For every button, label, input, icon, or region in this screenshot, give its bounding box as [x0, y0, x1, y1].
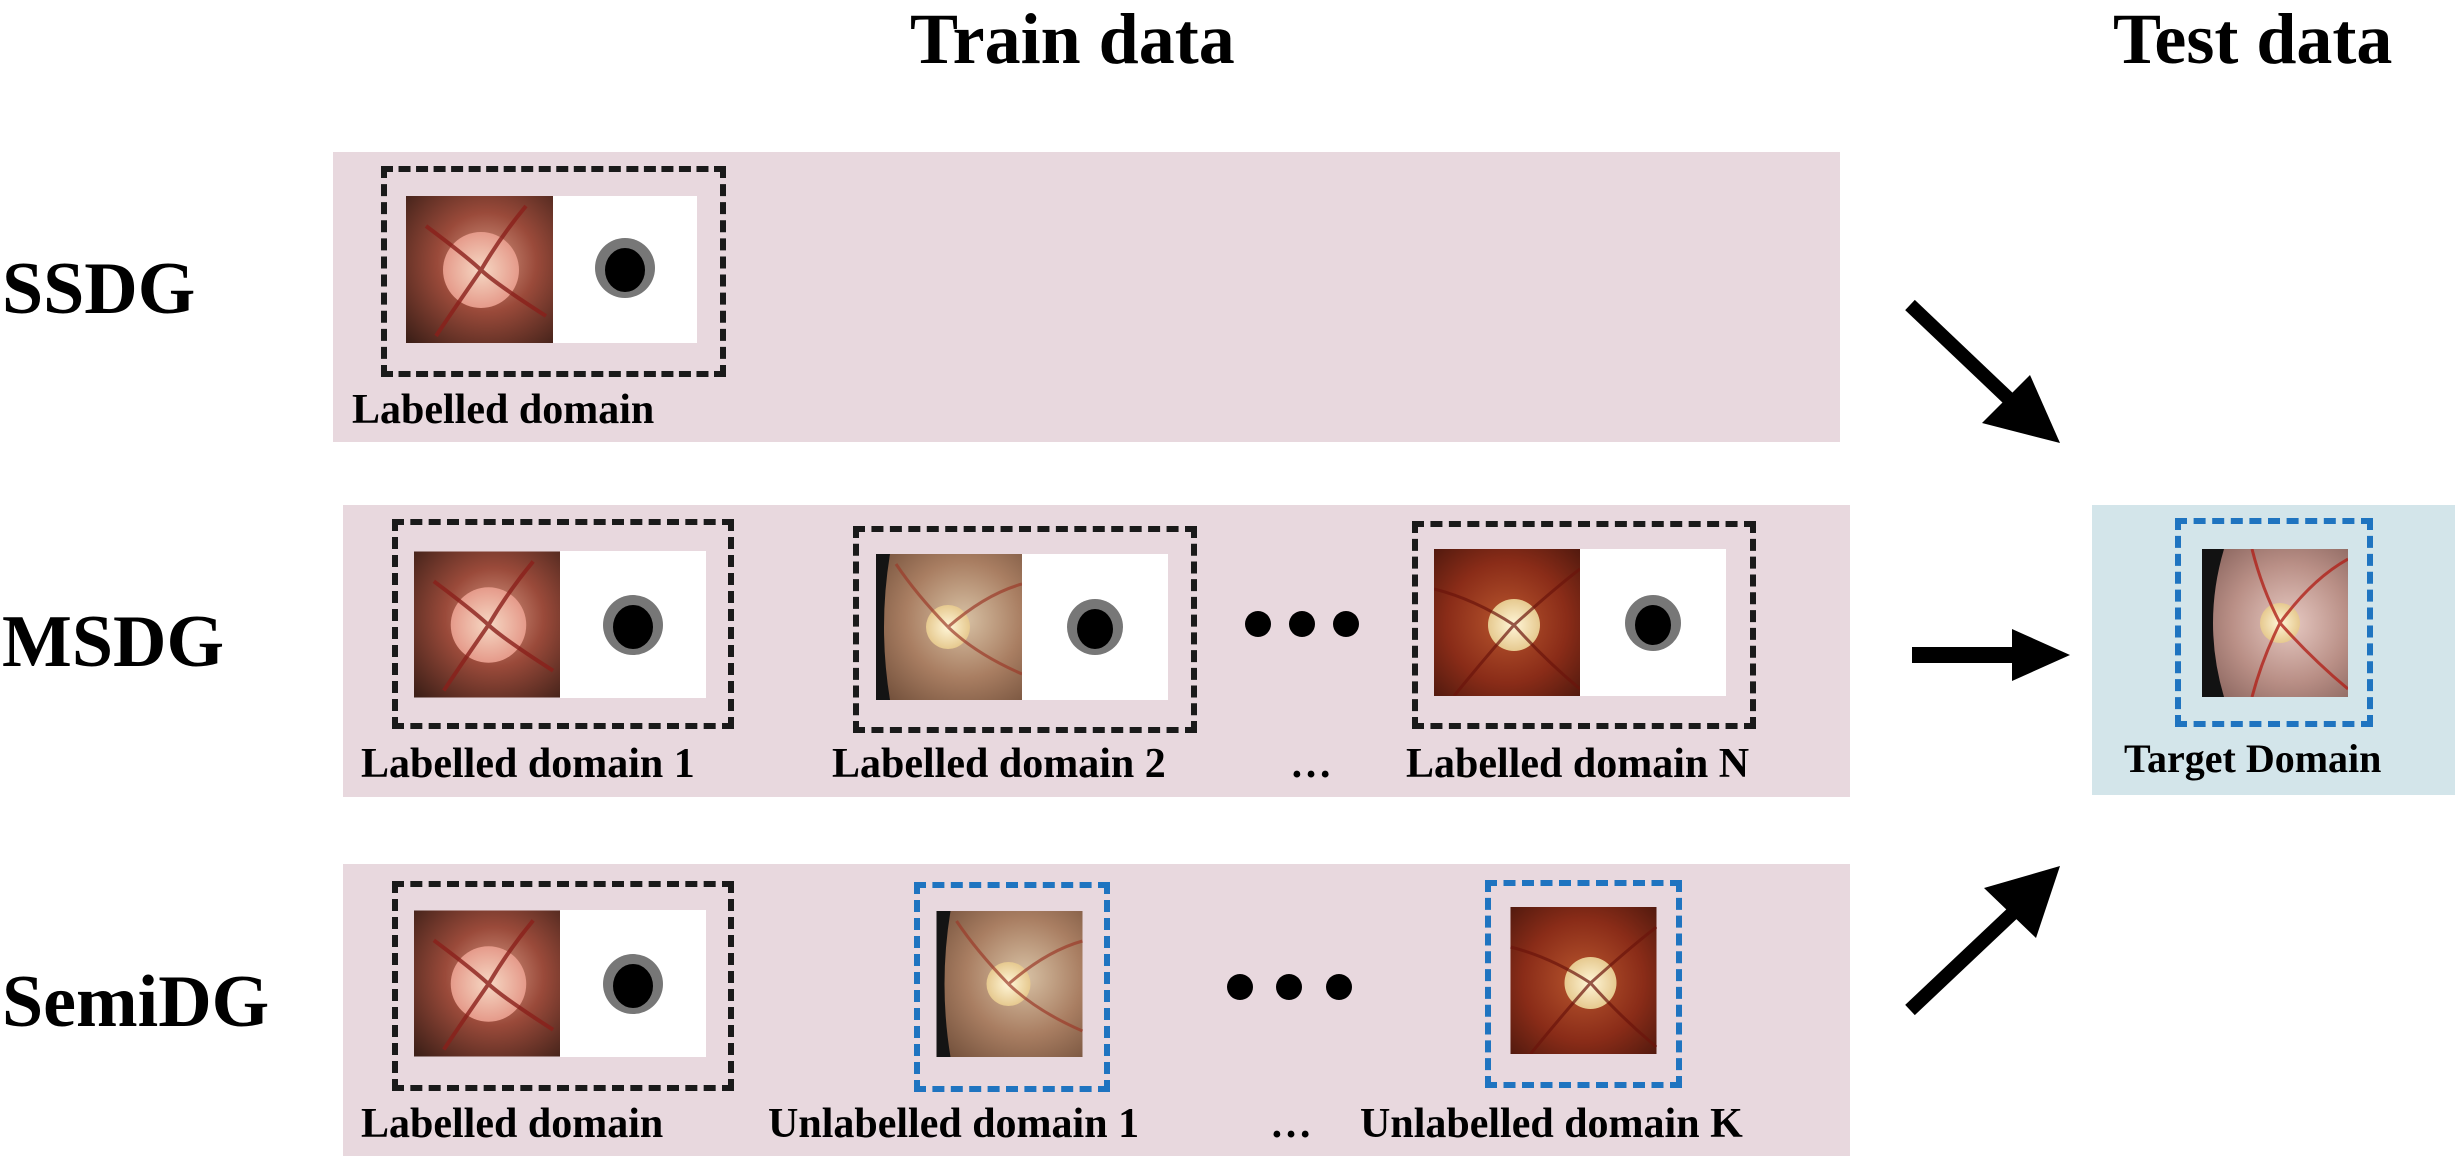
- optic-disc-mask-icon: [595, 238, 655, 298]
- msdg-caption-labelled-domain-1: Labelled domain 1: [361, 741, 695, 787]
- optic-disc-mask-icon: [603, 595, 663, 655]
- ssdg-label: SSDG: [2, 248, 196, 330]
- ellipsis-dot: [1333, 611, 1359, 637]
- fundus-image: [2202, 549, 2348, 697]
- segmentation-mask: [553, 196, 697, 343]
- fundus-image: [1510, 907, 1657, 1054]
- fundus-image: [414, 551, 560, 698]
- fundus-image: [414, 910, 560, 1057]
- ellipsis-dot: [1245, 611, 1271, 637]
- arrow-icon: [1905, 866, 2060, 1016]
- optic-disc-mask-icon: [1625, 595, 1681, 651]
- semidg-label: SemiDG: [2, 961, 270, 1043]
- msdg-labelled-domain-1-box: [392, 519, 734, 729]
- segmentation-mask: [560, 551, 706, 698]
- semidg-caption-labelled-domain: Labelled domain: [361, 1101, 664, 1147]
- target-domain-caption: Target Domain: [2124, 736, 2382, 781]
- semidg-labelled-domain-box: [392, 881, 734, 1091]
- semidg-unlabelled-domain-k-box: [1485, 880, 1682, 1088]
- ellipsis-dot: [1289, 611, 1315, 637]
- ellipsis-dot: [1326, 974, 1352, 1000]
- msdg-caption-ellipsis: …: [1290, 741, 1332, 787]
- segmentation-mask: [1580, 549, 1726, 696]
- optic-disc-mask-icon: [603, 954, 663, 1014]
- semidg-unlabelled-domain-1-box: [914, 882, 1110, 1092]
- fundus-image: [1434, 549, 1580, 696]
- semidg-caption-unlabelled-domain-k: Unlabelled domain K: [1360, 1101, 1743, 1147]
- semidg-caption-ellipsis: …: [1270, 1101, 1312, 1147]
- fundus-image: [876, 554, 1022, 700]
- fundus-image: [406, 196, 553, 343]
- ellipsis-dot: [1227, 974, 1253, 1000]
- msdg-label: MSDG: [2, 601, 224, 683]
- target-domain-box: [2175, 518, 2373, 727]
- optic-disc-mask-icon: [1067, 599, 1123, 655]
- msdg-labelled-domain-2-box: [853, 526, 1197, 733]
- arrow-icon: [1912, 629, 2070, 681]
- msdg-labelled-domain-n-box: [1412, 521, 1756, 729]
- msdg-caption-labelled-domain-2: Labelled domain 2: [832, 741, 1166, 787]
- train-data-header: Train data: [910, 0, 1235, 79]
- ssdg-caption-labelled-domain: Labelled domain: [352, 387, 655, 433]
- fundus-image: [936, 911, 1083, 1057]
- segmentation-mask: [1022, 554, 1168, 700]
- arrow-icon: [1905, 299, 2060, 443]
- segmentation-mask: [560, 910, 706, 1057]
- test-data-header: Test data: [2113, 0, 2393, 79]
- ssdg-labelled-domain-box: [381, 166, 726, 377]
- ellipsis-dot: [1276, 974, 1302, 1000]
- msdg-caption-labelled-domain-n: Labelled domain N: [1406, 741, 1750, 787]
- semidg-caption-unlabelled-domain-1: Unlabelled domain 1: [768, 1101, 1140, 1147]
